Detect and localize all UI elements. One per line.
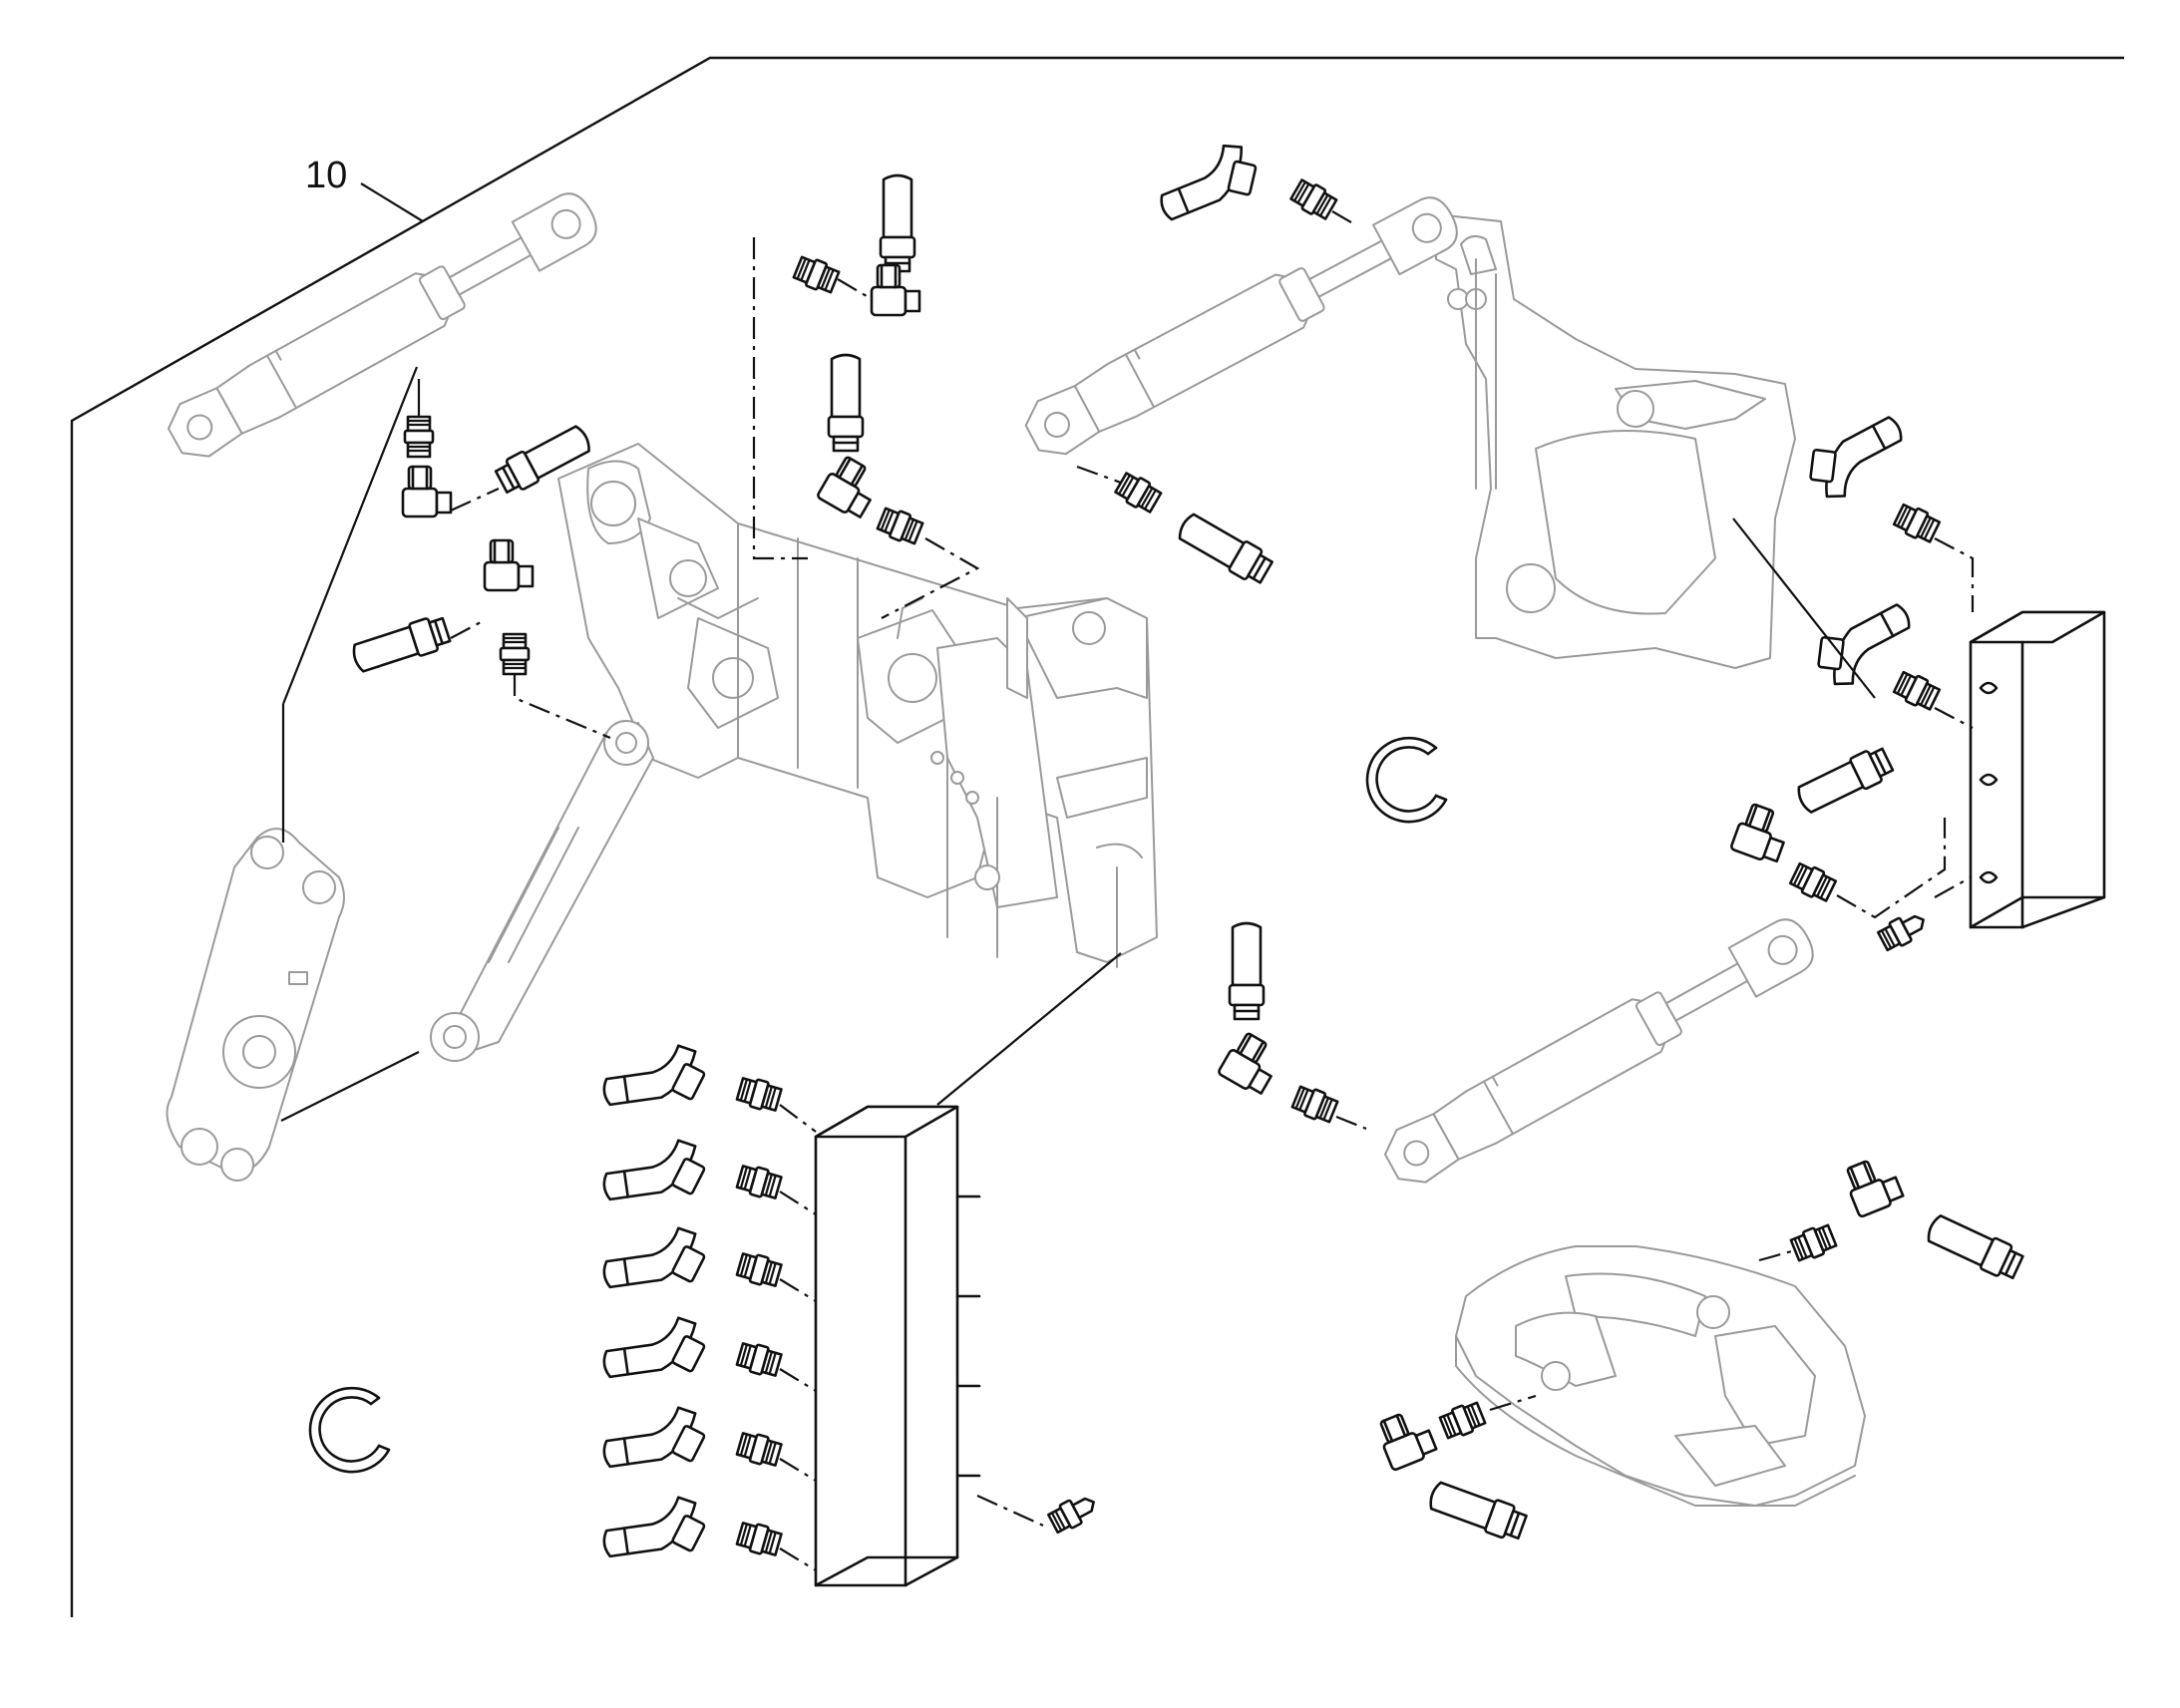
distribution-block-left: [814, 1105, 981, 1587]
fittings-top-centre: [752, 173, 980, 619]
fittings-lower-right-cylinder: [1216, 921, 1367, 1131]
circlip-centre: [1365, 736, 1448, 824]
grease-nipple-left: [1047, 1497, 1095, 1535]
leader-lines: [280, 366, 1876, 1122]
bell-crank-ghost: [166, 828, 345, 1182]
distribution-block-right: [1969, 610, 2106, 929]
grease-nipple-right: [1877, 914, 1925, 952]
callout-10: 10: [305, 155, 424, 222]
fittings-upper-centre-cylinder: [1076, 136, 1357, 589]
fittings-right-block: [1728, 408, 1975, 919]
callout-label: 10: [305, 155, 347, 196]
hose-fitting-set-left-block: [597, 1041, 817, 1571]
tilt-link-ghost: [430, 720, 654, 1062]
fittings-slew-housing: [1373, 1152, 2026, 1544]
kit-boundary-frame: [70, 56, 2124, 1617]
hydraulic-cylinder-lower-right: [1376, 909, 1823, 1195]
circlip-left: [308, 1386, 391, 1474]
boom-head-ghost: [557, 443, 1158, 968]
slew-housing-ghost: [1455, 1245, 1866, 1507]
hydraulic-cylinder-upper-left: [160, 183, 606, 469]
attachment-bracket-ghost: [1435, 213, 1796, 669]
grease-nipple-left-line: [976, 1494, 1044, 1528]
fittings-upper-left-cylinder: [348, 379, 611, 740]
hydraulic-cylinder-upper-centre: [1017, 187, 1467, 466]
